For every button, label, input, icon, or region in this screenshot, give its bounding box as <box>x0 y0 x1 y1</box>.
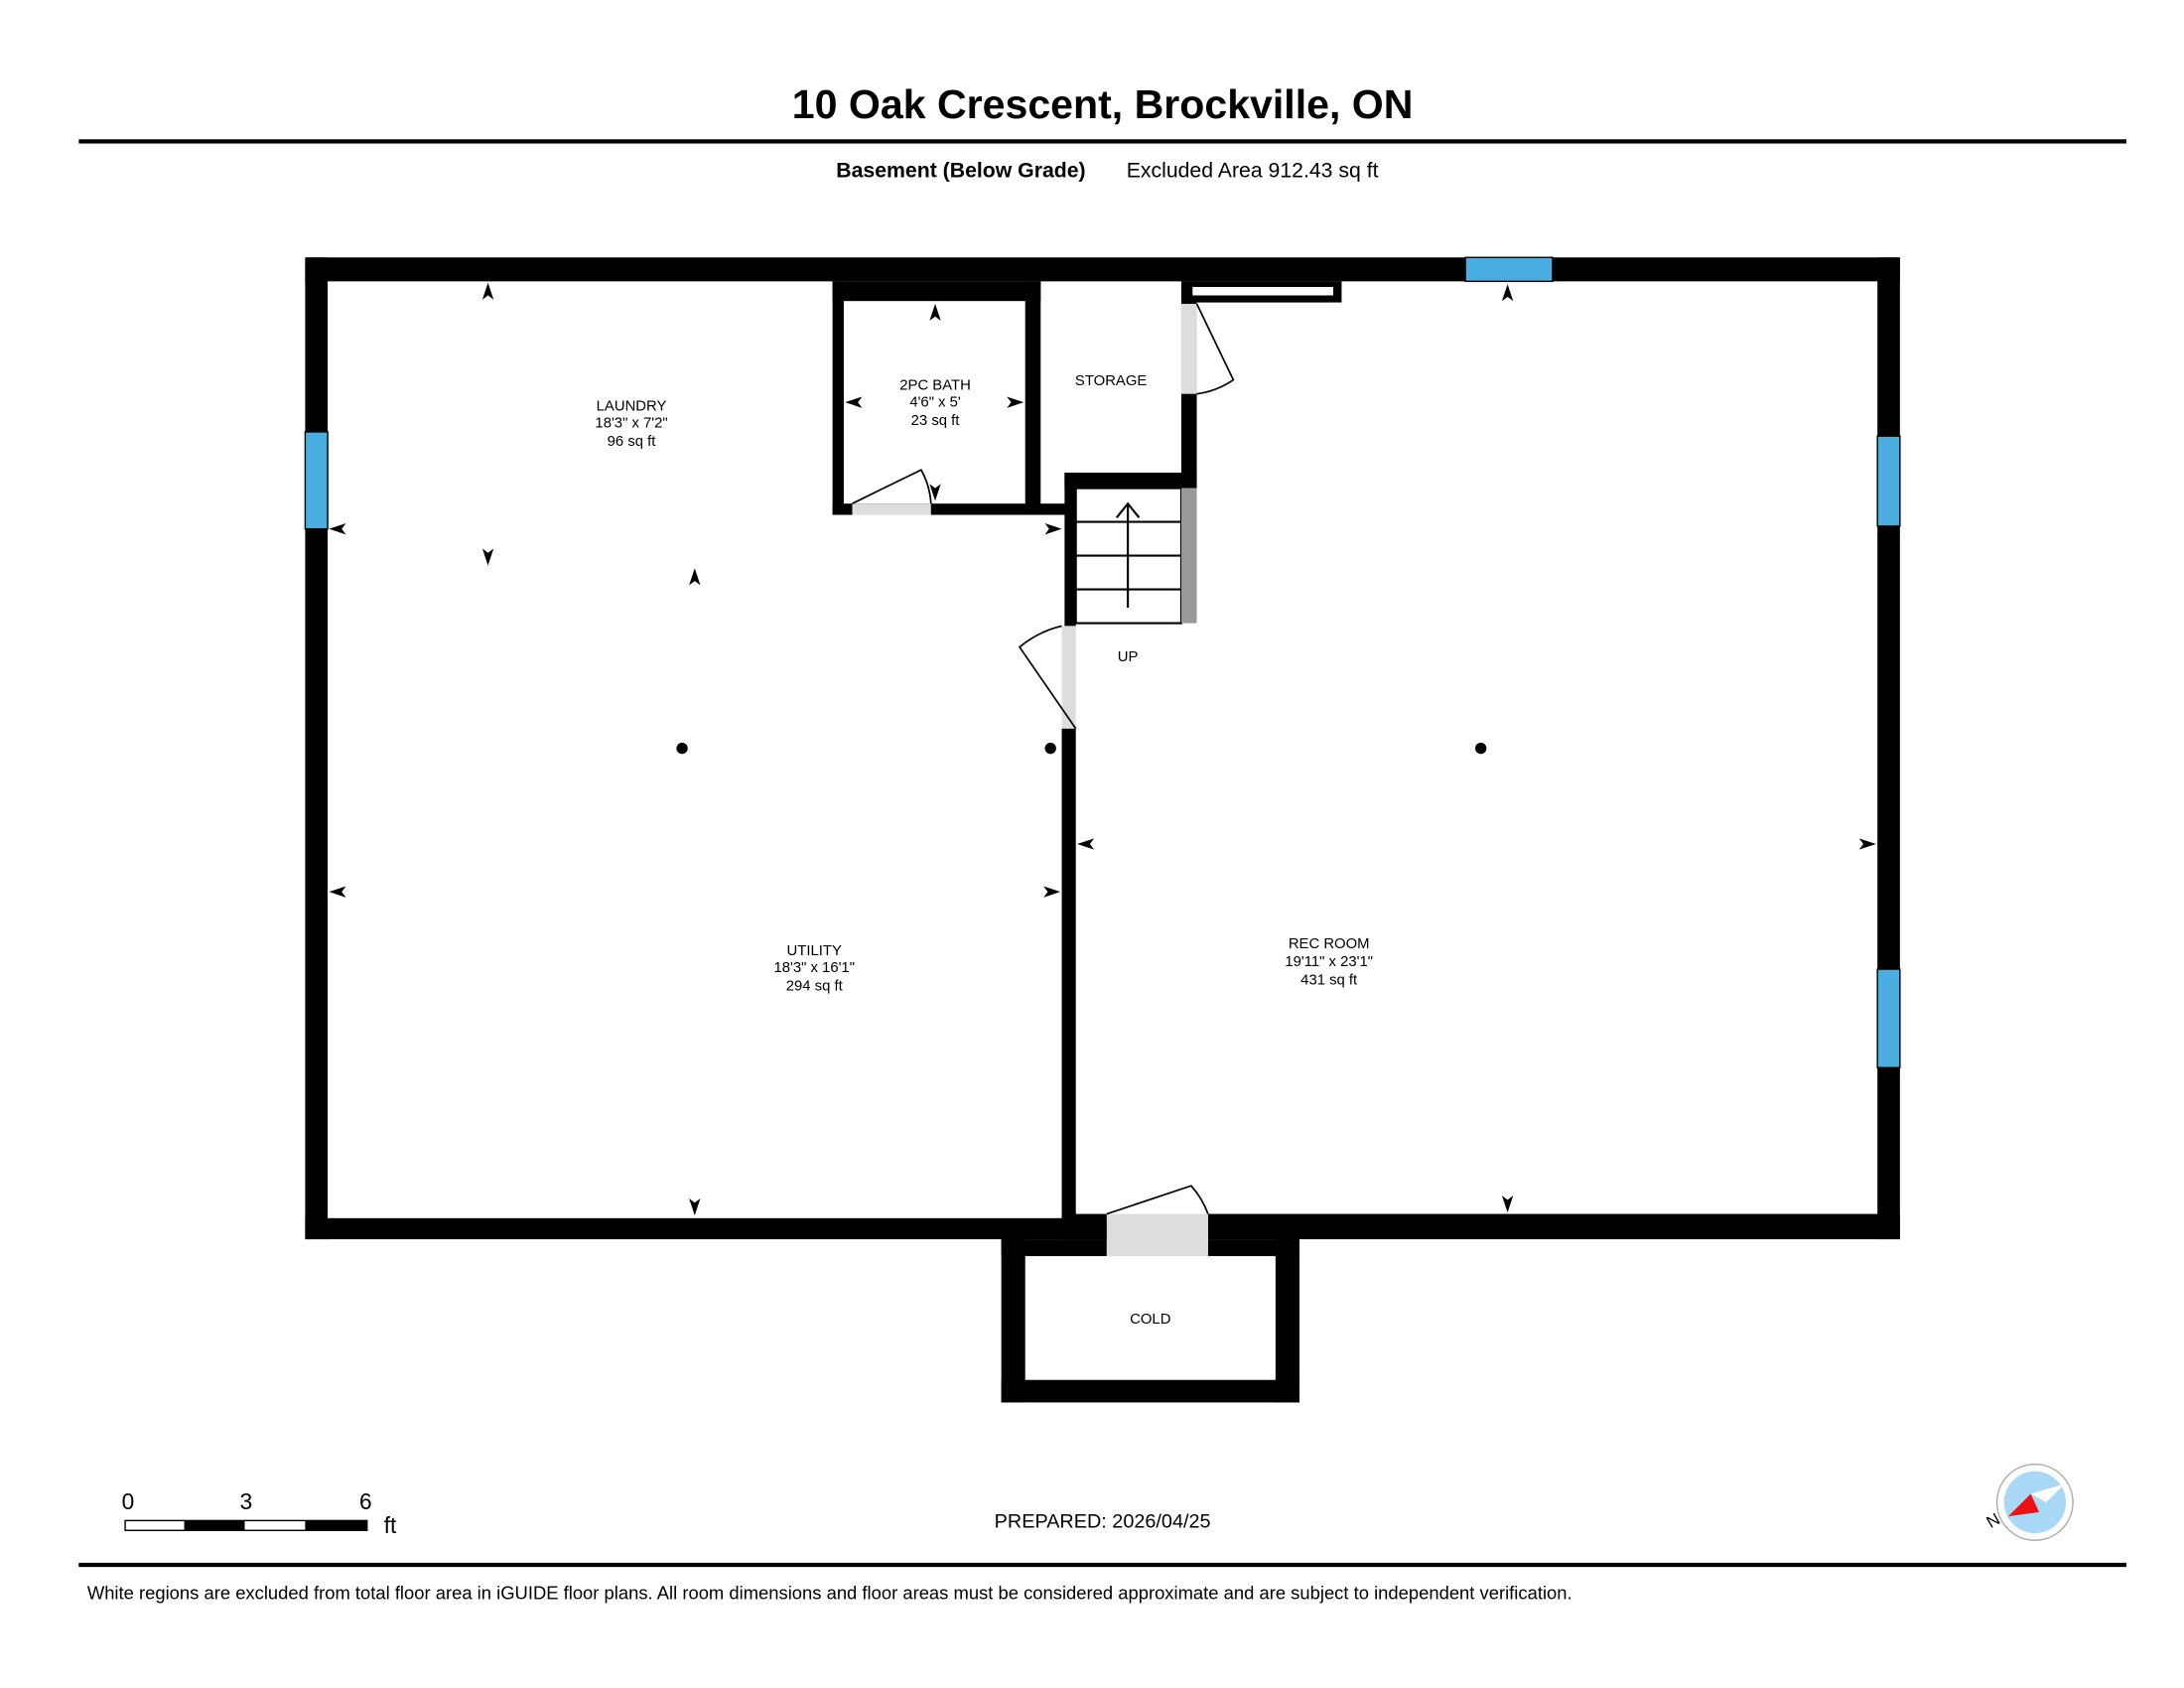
plan-shape <box>1501 284 1514 302</box>
room-storage-name: STORAGE <box>1075 373 1147 389</box>
plan-shape <box>184 1520 245 1531</box>
stairs <box>1074 487 1183 625</box>
door-cold <box>1106 1213 1208 1257</box>
plan-shape <box>1180 488 1197 624</box>
plan-shape <box>1115 501 1141 519</box>
plan-shape <box>1106 1185 1209 1215</box>
plan-shape <box>1464 256 1554 283</box>
label: 23 sq ft <box>911 413 961 429</box>
room-utility-name: UTILITY <box>787 943 842 959</box>
plan-shape <box>481 282 494 300</box>
plan-shape <box>845 396 863 408</box>
plan-shape <box>1018 625 1077 730</box>
label: 0 <box>122 1488 135 1514</box>
header-divider <box>78 139 2126 144</box>
wall-bottom-utility <box>305 1217 1107 1240</box>
page-title: 10 Oak Crescent, Brockville, ON <box>792 81 1414 127</box>
plan-shape <box>2003 1471 2067 1534</box>
compass-icon: N <box>1983 1464 2074 1541</box>
plan-shape <box>1195 303 1235 395</box>
plan-shape: LAUNDRY 18'3" x 7'2" 96 sq ft 2PC BATH 4… <box>595 373 1373 1328</box>
room-laundry-name: LAUNDRY <box>597 399 667 415</box>
plan-shape <box>689 1197 701 1215</box>
plan-shape <box>1077 838 1095 850</box>
plan-shape <box>1876 435 1901 527</box>
wall-left <box>305 257 329 1240</box>
plan-shape <box>329 523 346 535</box>
plan-shape <box>304 431 329 530</box>
label: 18'3" x 7'2" <box>595 416 667 432</box>
label: 6 <box>359 1488 372 1514</box>
plan-shape <box>1043 886 1061 898</box>
plan-shape <box>1007 396 1024 408</box>
label: 294 sq ft <box>786 978 844 994</box>
plan-shape <box>852 469 932 504</box>
footer-divider <box>78 1562 2126 1568</box>
label: 96 sq ft <box>608 434 657 450</box>
area-label: Excluded Area 912.43 sq ft <box>1127 159 1379 183</box>
floor-label: Basement (Below Grade) <box>836 159 1085 183</box>
plan-shape <box>481 548 494 566</box>
plan-shape <box>2030 1483 2065 1502</box>
label: 18'3" x 16'1" <box>773 960 855 976</box>
plan-shape <box>329 886 346 898</box>
plan-shape <box>1024 281 1041 515</box>
wall-top <box>305 257 1900 282</box>
plan-shape <box>1475 743 1487 755</box>
room-bath-name: 2PC BATH <box>899 377 971 393</box>
plan-shape <box>832 503 1076 515</box>
stairs-label: UP <box>1118 649 1139 665</box>
plan-shape <box>832 281 1041 302</box>
room-rec-name: REC ROOM <box>1289 936 1370 952</box>
plan-shape <box>1192 287 1333 296</box>
label: 4'6" x 5' <box>909 394 961 410</box>
label: ft <box>384 1512 397 1538</box>
floor-plan: LAUNDRY 18'3" x 7'2" 96 sq ft 2PC BATH 4… <box>304 256 1901 1403</box>
plan-shape <box>1061 728 1076 1218</box>
door-bath <box>852 503 931 515</box>
plan-shape <box>1044 523 1062 535</box>
dimension-arrows <box>329 282 1876 1215</box>
door-storage <box>1180 304 1197 394</box>
wall-right <box>1877 257 1900 1240</box>
plan-shape <box>832 281 844 515</box>
plan-shape <box>1207 1239 1299 1257</box>
plan-shape <box>1001 1379 1299 1403</box>
door-utility <box>1061 626 1076 729</box>
windows <box>304 256 1901 1068</box>
plan-shape <box>929 304 941 322</box>
plan-shape <box>929 484 941 501</box>
label: 19'11" x 23'1" <box>1285 954 1373 970</box>
prepared-date: PREPARED: 2026/04/25 <box>995 1510 1211 1532</box>
plan-shape <box>689 568 701 586</box>
room-cold-name: COLD <box>1130 1312 1171 1328</box>
plan-shape <box>676 743 688 755</box>
plan-shape <box>1275 1239 1299 1403</box>
plan-shape <box>1858 838 1876 850</box>
plan-shape <box>1876 968 1901 1068</box>
label: 431 sq ft <box>1300 973 1358 989</box>
wall-cold <box>1001 1239 1025 1403</box>
plan-shape <box>2007 1493 2040 1517</box>
wall-bottom-rec <box>1207 1213 1900 1240</box>
plan-shape <box>1001 1239 1107 1257</box>
plan-shape <box>1501 1196 1514 1213</box>
label: 3 <box>240 1488 253 1514</box>
scale-bar: 0 3 6 ft <box>122 1488 397 1538</box>
plan-shape <box>1064 473 1197 489</box>
plan-shape <box>305 1520 367 1531</box>
footer-disclaimer: White regions are excluded from total fl… <box>87 1583 1572 1604</box>
plan-shape <box>1044 743 1056 755</box>
plan-shape <box>1064 473 1076 627</box>
